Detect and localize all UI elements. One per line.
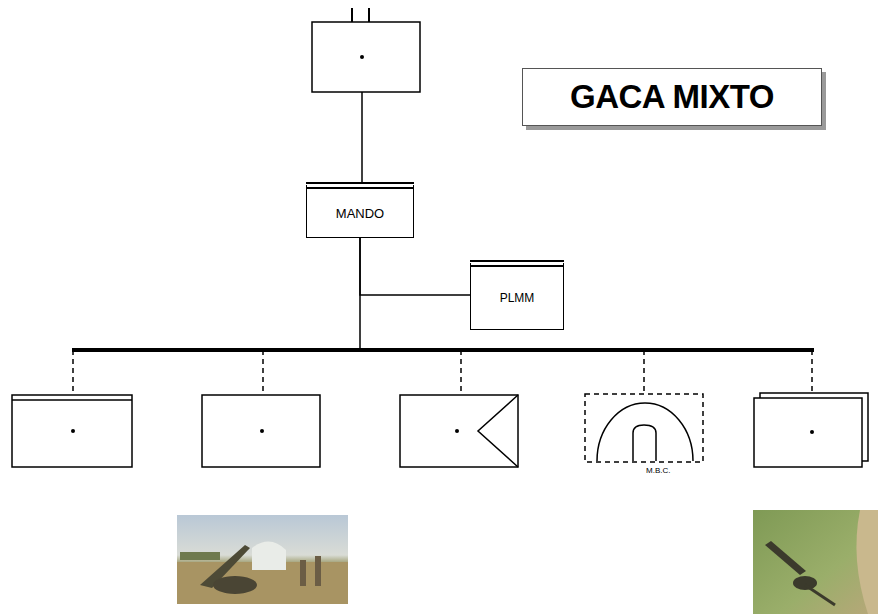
multiple-battery-symbol bbox=[754, 393, 868, 467]
command-line bbox=[361, 92, 363, 182]
platoon-box: PLMM bbox=[470, 260, 564, 330]
dashed-arch-symbol bbox=[584, 393, 704, 485]
org-connector bbox=[360, 238, 644, 393]
diagram-title: GACA MIXTO bbox=[570, 78, 774, 116]
org-connector bbox=[360, 238, 470, 295]
command-box: MANDO bbox=[306, 182, 414, 238]
title-box: GACA MIXTO bbox=[522, 68, 822, 126]
bus-drops bbox=[73, 350, 812, 398]
radar-battery-symbol bbox=[400, 395, 518, 467]
artillery-photo bbox=[753, 510, 878, 614]
battery-symbol bbox=[202, 395, 320, 467]
unit-label: M.B.C. bbox=[646, 466, 670, 475]
artillery-photo bbox=[177, 515, 348, 604]
support-unit-symbol: M.B.C. bbox=[584, 393, 704, 485]
battalion-symbol bbox=[312, 8, 420, 92]
box-label: MANDO bbox=[336, 206, 384, 221]
battery-symbol bbox=[12, 395, 132, 467]
box-label: PLMM bbox=[500, 291, 535, 305]
